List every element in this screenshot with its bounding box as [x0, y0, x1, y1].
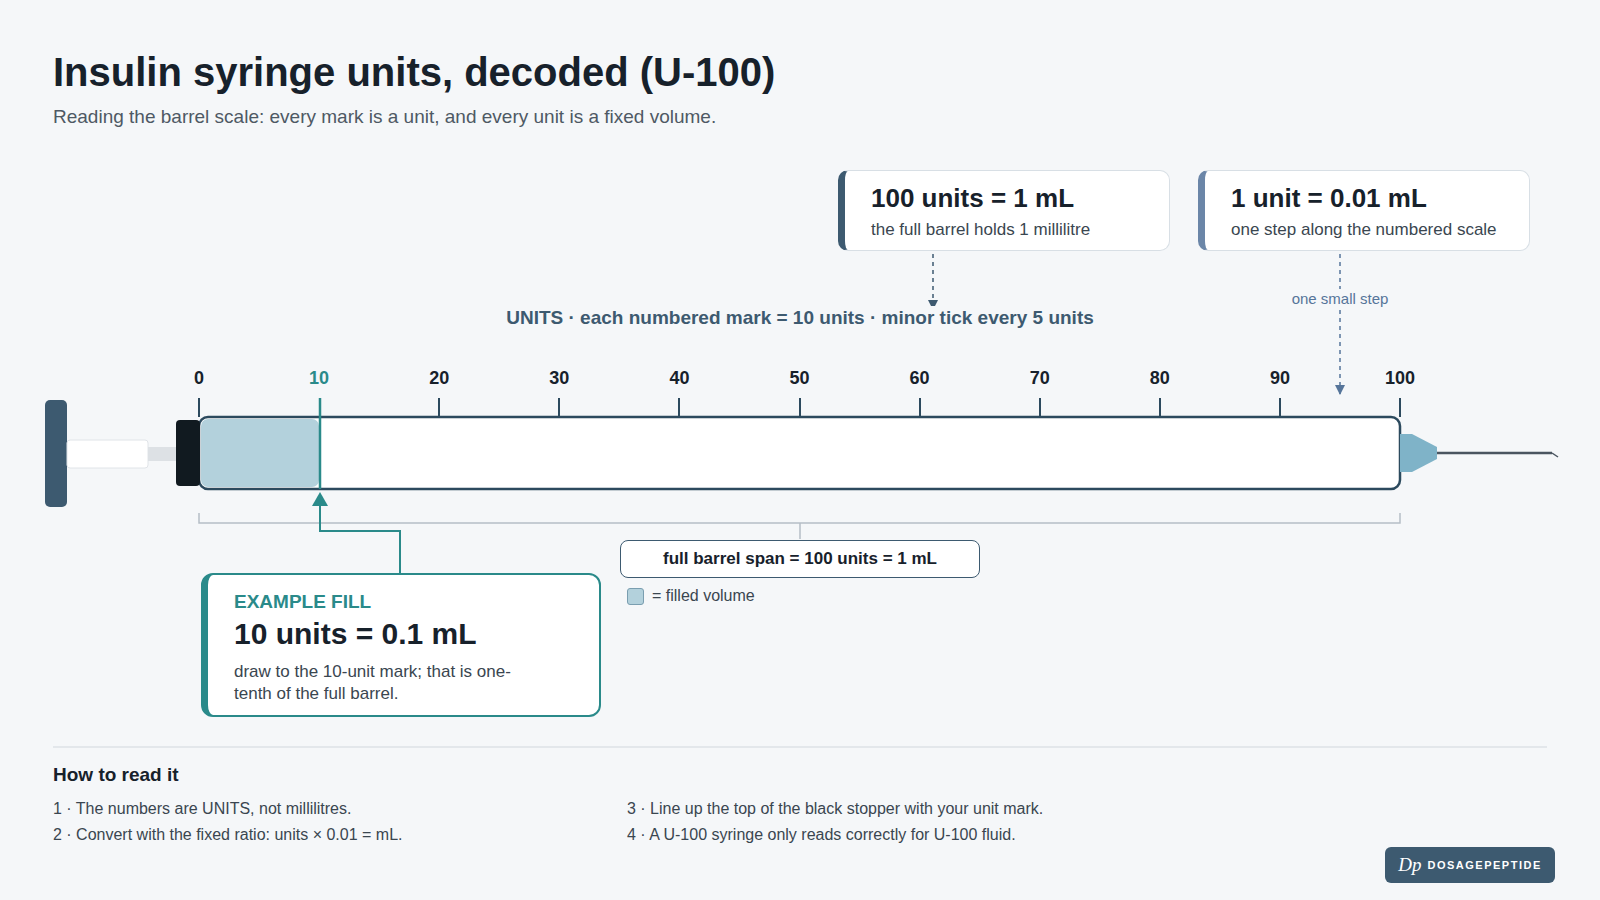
tick-number: 80 — [1150, 368, 1170, 389]
tick-number: 20 — [429, 368, 449, 389]
leader-line — [932, 254, 934, 309]
box-text: draw to the 10-unit mark; that is one-te… — [234, 661, 524, 705]
brand-badge: Dp DOSAGEPEPTIDE — [1385, 847, 1555, 883]
fill-mark — [319, 398, 322, 489]
tick-number: 50 — [789, 368, 809, 389]
legend-row: = filled volume — [627, 587, 755, 605]
instruction-item: 1 · The numbers are UNITS, not millilitr… — [53, 800, 351, 818]
box-heading: Dp — [1398, 854, 1421, 876]
scale-heading: UNITS · each numbered mark = 10 units · … — [502, 306, 1098, 330]
plunger-neck — [148, 447, 176, 461]
needle-hub — [1400, 434, 1437, 472]
needle-tip — [1552, 453, 1558, 457]
tick-number: 10 — [309, 368, 329, 389]
box-heading: 1 unit = 0.01 mL — [1231, 183, 1511, 214]
box-heading: full barrel span = 100 units = 1 mL — [643, 549, 957, 569]
instruction-item: 3 · Line up the top of the black stopper… — [627, 800, 1043, 818]
box-heading: 100 units = 1 mL — [871, 183, 1151, 214]
callout-note: one small step — [1288, 289, 1393, 308]
plunger-rod — [67, 440, 148, 468]
page-title: Insulin syringe units, decoded (U-100) — [53, 50, 775, 95]
stopper — [176, 420, 200, 486]
legend-text: = filled volume — [652, 587, 755, 605]
filled-volume — [201, 419, 319, 487]
box-heading: EXAMPLE FILL — [234, 591, 581, 613]
page-subtitle: Reading the barrel scale: every mark is … — [53, 106, 716, 128]
box-text: DOSAGEPEPTIDE — [1427, 859, 1541, 871]
arrowhead — [312, 492, 328, 506]
box-text: the full barrel holds 1 millilitre — [871, 220, 1151, 240]
leader-line — [320, 500, 400, 573]
section-heading: How to read it — [53, 764, 179, 786]
scale-ticks — [199, 398, 1400, 417]
tick-number: 90 — [1270, 368, 1290, 389]
leader-line — [1339, 254, 1341, 394]
instruction-item: 2 · Convert with the fixed ratio: units … — [53, 826, 403, 844]
box-text: one step along the numbered scale — [1231, 220, 1511, 240]
span-label-box: full barrel span = 100 units = 1 mL — [620, 540, 980, 578]
tick-number: 0 — [194, 368, 204, 389]
legend-swatch — [627, 588, 644, 605]
span-bracket — [199, 513, 1400, 539]
needle — [1437, 452, 1552, 455]
barrel — [199, 417, 1400, 489]
tick-number: 60 — [910, 368, 930, 389]
tick-number: 40 — [669, 368, 689, 389]
tick-number: 70 — [1030, 368, 1050, 389]
example-box: EXAMPLE FILL 10 units = 0.1 mL draw to the… — [201, 573, 601, 717]
box-text: 10 units = 0.1 mL — [234, 617, 581, 651]
tick-number: 100 — [1385, 368, 1415, 389]
tick-number: 30 — [549, 368, 569, 389]
instruction-item: 4 · A U-100 syringe only reads correctly… — [627, 826, 1016, 844]
divider — [53, 746, 1547, 748]
thumb-pad — [45, 400, 67, 507]
callout-box: 100 units = 1 mL the full barrel holds 1 … — [838, 170, 1170, 251]
barrel-outline — [199, 417, 1400, 489]
callout-box: 1 unit = 0.01 mL one step along the numbe… — [1198, 170, 1530, 251]
